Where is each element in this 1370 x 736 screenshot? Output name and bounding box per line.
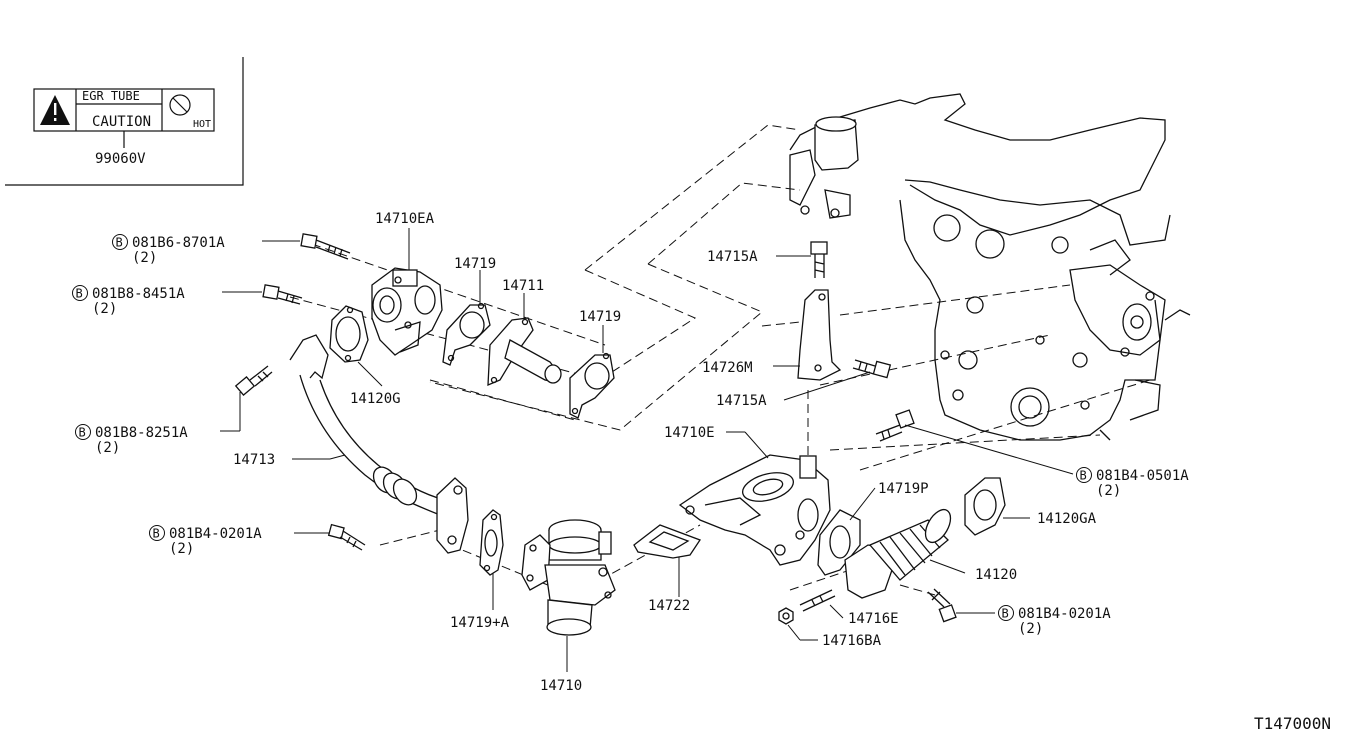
bolt-callout-3: B 081B8-8251A (2): [75, 424, 188, 456]
bolt-code: 081B6-8701A: [132, 235, 225, 251]
no-touch-icon: [169, 94, 191, 116]
bolt-code: 081B8-8451A: [92, 286, 185, 302]
bolt-code: 081B4-0201A: [1018, 606, 1111, 622]
part-14120g-gasket: [329, 305, 369, 363]
label-14715a-bottom: 14715A: [716, 393, 767, 409]
bolt-marker: B: [76, 287, 83, 301]
bolt-marker: B: [153, 527, 160, 541]
bolt-14715a-top: [810, 241, 828, 278]
label-14711: 14711: [502, 278, 544, 294]
warning-triangle-icon: [40, 95, 70, 125]
label-14710: 14710: [540, 678, 582, 694]
part-14719-plus-a-gasket: [479, 509, 504, 576]
part-14726m-bracket: [797, 289, 842, 381]
label-14713: 14713: [233, 452, 275, 468]
bolt-081b6-8701a: [300, 233, 351, 260]
part-14722-gasket: [633, 524, 701, 559]
bolt-callout-6: B 081B4-0201A (2): [998, 605, 1111, 637]
label-part-number: 99060V: [95, 151, 146, 167]
part-labels: 14710EA 14719 14711 14719 14120G 14713 1…: [233, 211, 1097, 694]
bolt-qty: (2): [92, 301, 117, 317]
bolt-callout-2: B 081B8-8451A (2): [72, 285, 185, 317]
part-14719-gasket-a: [442, 302, 491, 366]
label-14120ga: 14120GA: [1037, 511, 1097, 527]
label-title: EGR TUBE: [82, 89, 140, 103]
bolt-qty: (2): [132, 250, 157, 266]
top-sensor-bracket: [789, 116, 859, 219]
nut-14716ba: [778, 607, 794, 625]
bolt-callout-5: B 081B4-0501A (2): [1076, 467, 1189, 499]
bolt-callout-1: B 081B6-8701A (2): [112, 234, 225, 266]
part-14713-egr-tube: [289, 334, 469, 554]
label-14719-a: 14719: [454, 256, 496, 272]
bolt-marker: B: [1002, 607, 1009, 621]
bolt-code: 081B4-0201A: [169, 526, 262, 542]
caution-label-inset: EGR TUBE CAUTION HOT 99060V: [5, 57, 244, 186]
label-hot: HOT: [193, 119, 211, 130]
bolt-081b8-8251a: [234, 365, 273, 397]
label-14715a-top: 14715A: [707, 249, 758, 265]
bolt-qty: (2): [1096, 483, 1121, 499]
leader-lines: [220, 228, 1074, 672]
bolt-marker: B: [79, 426, 86, 440]
label-14716e: 14716E: [848, 611, 899, 627]
part-14710ea-housing: [371, 267, 443, 356]
diagram-code: T147000N: [1254, 714, 1331, 733]
bolt-callout-4: B 081B4-0201A (2): [149, 525, 262, 557]
bolt-qty: (2): [95, 440, 120, 456]
bolt-081b4-0201a-left: [327, 523, 366, 551]
bolt-marker: B: [1080, 469, 1087, 483]
part-14710e-cooler: [678, 454, 831, 566]
bolt-081b8-8451a: [262, 284, 303, 305]
bolt-code: 081B8-8251A: [95, 425, 188, 441]
label-14726m: 14726M: [702, 360, 753, 376]
engine-block: [789, 93, 1191, 441]
part-14120-flex-pipe: [844, 508, 952, 599]
label-14120g: 14120G: [350, 391, 401, 407]
label-14120: 14120: [975, 567, 1017, 583]
bolt-14715a-bottom: [852, 359, 892, 379]
label-14719-plus-a: 14719+A: [450, 615, 510, 631]
dashed-outlines: [289, 124, 1151, 596]
label-14719p: 14719P: [878, 481, 929, 497]
bolt-081b4-0201a-right: [927, 588, 957, 623]
stud-14716e: [799, 589, 836, 612]
label-14722: 14722: [648, 598, 690, 614]
label-caution: CAUTION: [92, 114, 151, 130]
part-14710-egr-valve: [521, 519, 616, 636]
part-14719-gasket-b: [569, 352, 615, 419]
bolt-qty: (2): [169, 541, 194, 557]
label-14710e: 14710E: [664, 425, 715, 441]
bolt-qty: (2): [1018, 621, 1043, 637]
part-14120ga-gasket: [964, 477, 1006, 536]
bolt-081b4-0501a: [875, 409, 915, 442]
part-14711-tube: [487, 317, 562, 386]
bolt-marker: B: [116, 236, 123, 250]
bolt-code: 081B4-0501A: [1096, 468, 1189, 484]
label-14716ba: 14716BA: [822, 633, 882, 649]
label-14719-b: 14719: [579, 309, 621, 325]
label-14710ea: 14710EA: [375, 211, 435, 227]
